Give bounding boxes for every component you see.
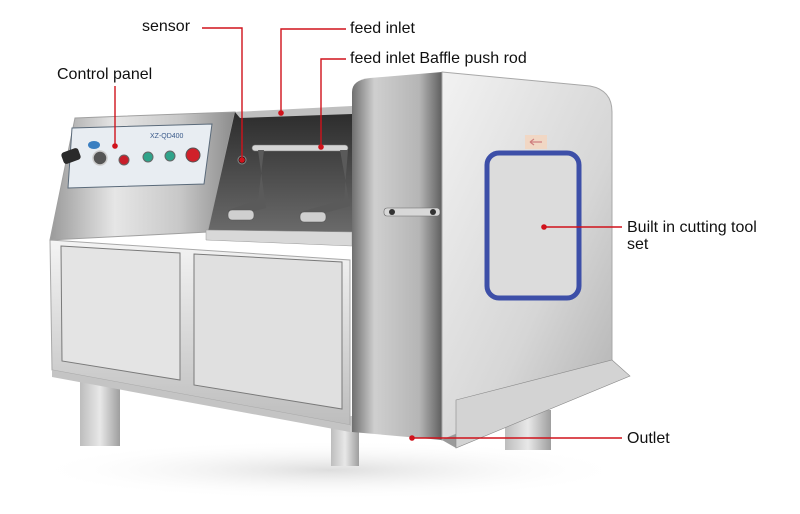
green-button-2[interactable]: [164, 150, 176, 162]
inspection-window: [484, 150, 582, 301]
sensor-dot: [239, 157, 245, 163]
callout-label-baffle-push-rod: feed inlet Baffle push rod: [350, 50, 527, 67]
floor-shadow: [30, 440, 630, 500]
callout-dots: [112, 110, 547, 441]
feed-inlet-leader-line: [280, 28, 346, 113]
cutting-tool-dot: [541, 224, 547, 230]
baffle-push-rod-dot: [318, 144, 324, 150]
red-button[interactable]: [118, 154, 130, 166]
outlet-dot: [409, 435, 415, 441]
lower-cabinet: [49, 239, 351, 432]
control-panel-plate: XZ-QD400: [60, 123, 213, 189]
callout-label-control-panel: Control panel: [57, 66, 153, 83]
callout-label-cutting-tool-set: Built in cutting tool set: [627, 219, 757, 253]
emergency-stop-button[interactable]: [185, 147, 201, 163]
machine-legs: [80, 378, 551, 466]
baffle-push-rod-leader-line: [320, 58, 346, 147]
cutting-hood: [352, 71, 631, 449]
green-button-1[interactable]: [142, 151, 154, 163]
control-panel-dot: [112, 143, 118, 149]
speed-knob[interactable]: [92, 150, 108, 166]
baffle-push-rod-assembly: [227, 144, 350, 223]
model-plate: XZ-QD400: [150, 133, 184, 140]
callout-label-outlet: Outlet: [627, 430, 670, 447]
callout-label-sensor: sensor: [142, 18, 191, 35]
callout-lines: [114, 27, 622, 439]
callout-label-feed-inlet: feed inlet: [350, 20, 415, 37]
sensor-leader-line: [202, 27, 243, 160]
feed-inlet-dot: [278, 110, 284, 116]
selector-knob[interactable]: [60, 147, 81, 164]
